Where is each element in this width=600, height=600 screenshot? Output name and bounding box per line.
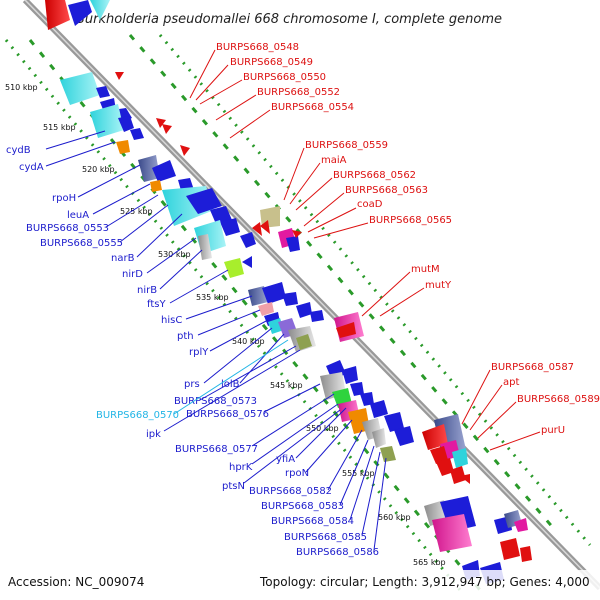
gene-label-nirB[interactable]: nirB (137, 285, 157, 296)
gene-label-BURPS668_0554[interactable]: BURPS668_0554 (271, 102, 354, 113)
tick-labels: 510 kbp 515 kbp 520 kbp 525 kbp 530 kbp … (5, 83, 446, 567)
tick-label: 525 kbp (120, 207, 153, 216)
gene-label-ptsN[interactable]: ptsN (222, 481, 245, 492)
gene-label-rplY[interactable]: rplY (189, 347, 209, 358)
gene-label-mutM[interactable]: mutM (411, 264, 440, 275)
tick-label: 535 kbp (196, 293, 229, 302)
gene-label-narB[interactable]: narB (111, 253, 135, 264)
gene-label-hprK[interactable]: hprK (229, 462, 253, 473)
left-gene-labels: cydB cydA rpoH leuA BURPS668_0553 BURPS6… (6, 130, 387, 558)
gene-label-rpoH[interactable]: rpoH (52, 193, 76, 204)
dotted-track-right (158, 34, 592, 546)
map-title: Burkholderia pseudomallei 668 chromosome… (76, 12, 502, 27)
gene-label-BURPS668_0549[interactable]: BURPS668_0549 (230, 57, 313, 68)
tick-label: 565 kbp (413, 558, 446, 567)
tick-label: 510 kbp (5, 83, 38, 92)
tick-label: 515 kbp (43, 123, 76, 132)
genome-summary-text: Topology: circular; Length: 3,912,947 bp… (259, 575, 590, 589)
gene-label-BURPS668_0584[interactable]: BURPS668_0584 (271, 516, 354, 527)
gene-label-lolB[interactable]: lolB (221, 379, 240, 390)
gene-label-BURPS668_0565[interactable]: BURPS668_0565 (369, 215, 452, 226)
gene-label-BURPS668_0552[interactable]: BURPS668_0552 (257, 87, 340, 98)
tick-label: 560 kbp (378, 513, 411, 522)
gene-label-maiA[interactable]: maiA (321, 155, 347, 166)
gene-label-coaD[interactable]: coaD (357, 199, 383, 210)
dotted-track-left (4, 39, 462, 591)
genome-backbone-highlight (24, 0, 600, 589)
tick-label: 555 kbp (342, 469, 375, 478)
gene-label-cydA[interactable]: cydA (19, 162, 44, 173)
gene-label-prs[interactable]: prs (184, 379, 200, 390)
tick-label: 550 kbp (306, 424, 339, 433)
tick-label: 520 kbp (82, 165, 115, 174)
footer-background (0, 570, 600, 600)
gene-label-BURPS668_0550[interactable]: BURPS668_0550 (243, 72, 326, 83)
gene-label-yfiA[interactable]: yfiA (276, 454, 295, 465)
tick-label: 545 kbp (270, 381, 303, 390)
gene-label-purU[interactable]: purU (541, 425, 565, 436)
gene-label-apt[interactable]: apt (503, 377, 519, 388)
tick-label: 530 kbp (158, 250, 191, 259)
gene-label-BURPS668_0585[interactable]: BURPS668_0585 (284, 532, 367, 543)
gene-label-BURPS668_0582[interactable]: BURPS668_0582 (249, 486, 332, 497)
gene-label-cydB[interactable]: cydB (6, 145, 31, 156)
accession-text: Accession: NC_009074 (8, 575, 144, 589)
gene-label-nirD[interactable]: nirD (122, 269, 143, 280)
gene-label-BURPS668_0583[interactable]: BURPS668_0583 (261, 501, 344, 512)
gene-label-rpoN[interactable]: rpoN (285, 468, 309, 479)
gene-label-BURPS668_0548[interactable]: BURPS668_0548 (216, 42, 299, 53)
gene-label-ipk[interactable]: ipk (146, 429, 161, 440)
gene-label-BURPS668_0576[interactable]: BURPS668_0576 (186, 409, 269, 420)
gene-label-mutY[interactable]: mutY (425, 280, 452, 291)
gene-label-BURPS668_0589[interactable]: BURPS668_0589 (517, 394, 600, 405)
gene-label-pth[interactable]: pth (177, 331, 194, 342)
gene-label-leuA[interactable]: leuA (67, 210, 89, 221)
gene-label-ftsY[interactable]: ftsY (147, 299, 166, 310)
gene-label-BURPS668_0573[interactable]: BURPS668_0573 (174, 396, 257, 407)
gene-label-BURPS668_0555[interactable]: BURPS668_0555 (40, 238, 123, 249)
gene-label-BURPS668_0559[interactable]: BURPS668_0559 (305, 140, 388, 151)
gene-label-BURPS668_0563[interactable]: BURPS668_0563 (345, 185, 428, 196)
gene-label-hisC[interactable]: hisC (161, 315, 182, 326)
tick-label: 540 kbp (232, 337, 265, 346)
gene-label-BURPS668_0553[interactable]: BURPS668_0553 (26, 223, 109, 234)
gene-label-BURPS668_0577[interactable]: BURPS668_0577 (175, 444, 258, 455)
gene-label-BURPS668_0562[interactable]: BURPS668_0562 (333, 170, 416, 181)
dotted-track-inner-left (28, 39, 482, 591)
gene-label-BURPS668_0587[interactable]: BURPS668_0587 (491, 362, 574, 373)
gene-features (45, 0, 532, 584)
gene-label-BURPS668_0570[interactable]: BURPS668_0570 (96, 410, 179, 421)
right-gene-labels: BURPS668_0548 BURPS668_0549 BURPS668_055… (189, 42, 600, 451)
gene-label-BURPS668_0586[interactable]: BURPS668_0586 (296, 547, 379, 558)
